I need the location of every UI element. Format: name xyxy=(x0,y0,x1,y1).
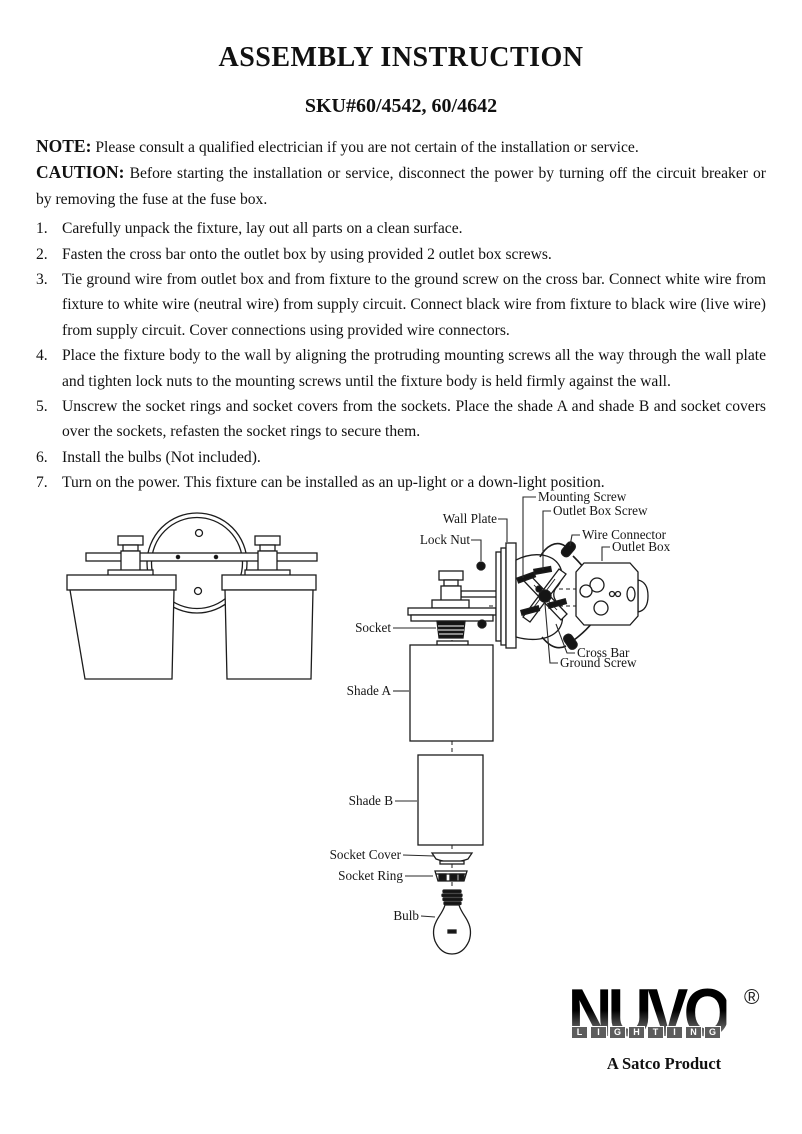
sku-subtitle: SKU#60/4542, 60/4642 xyxy=(304,95,498,117)
label-lock-nut: Lock Nut xyxy=(420,532,471,547)
step-number: 3. xyxy=(36,271,48,289)
exploded-view xyxy=(407,541,649,955)
canopy-plate xyxy=(407,607,497,616)
step-text: Place the fixture body to the wall by al… xyxy=(62,347,766,390)
crossbar-rivet xyxy=(213,554,219,560)
step-number: 1. xyxy=(36,220,48,238)
wall-plate-edge xyxy=(495,542,517,649)
step-text: Turn on the power. This fixture can be i… xyxy=(62,474,605,492)
logo-letter: I xyxy=(590,1026,607,1039)
step-2: 2. Fasten the cross bar onto the outlet b… xyxy=(36,242,766,267)
label-socket-cover: Socket Cover xyxy=(330,847,402,862)
label-socket-ring: Socket Ring xyxy=(338,868,403,883)
step-text: Tie ground wire from outlet box and from… xyxy=(62,271,766,339)
step-number: 4. xyxy=(36,347,48,365)
registered-trademark-symbol: ® xyxy=(744,986,760,1009)
step-5: 5. Unscrew the socket rings and socket co… xyxy=(36,394,766,445)
caution-text: Before starting the installation or serv… xyxy=(36,165,766,208)
step-number: 7. xyxy=(36,474,48,492)
socket-cover-part xyxy=(430,852,474,865)
step-text: Unscrew the socket rings and socket cove… xyxy=(62,398,766,441)
left-shade-body xyxy=(69,589,175,680)
fixture-front-view xyxy=(66,512,318,680)
assembly-diagram: Mounting Screw Outlet Box Screw Wall Pla… xyxy=(66,489,671,955)
socket-ring-part xyxy=(434,870,468,882)
step-text: Fasten the cross bar onto the outlet box… xyxy=(62,245,552,263)
socket-assembly xyxy=(407,570,498,646)
logo-letter: G xyxy=(609,1026,626,1039)
note-paragraph: NOTE: Please consult a qualified electri… xyxy=(36,134,766,160)
wire-connector-top xyxy=(560,541,576,558)
label-bulb: Bulb xyxy=(393,908,419,923)
label-cross-bar: Cross Bar xyxy=(577,645,630,660)
right-stem xyxy=(244,535,291,579)
logo-letter: N xyxy=(685,1026,702,1039)
caution-label: CAUTION: xyxy=(36,162,125,183)
lock-nut-top xyxy=(476,561,486,571)
plate-screw-hole-bottom xyxy=(193,586,203,596)
step-4: 4. Place the fixture body to the wall by … xyxy=(36,343,766,394)
label-socket: Socket xyxy=(355,620,391,635)
lock-nut-bottom xyxy=(477,619,487,629)
logo-letter: H xyxy=(628,1026,645,1039)
bulb-part xyxy=(432,889,472,955)
satco-tagline: A Satco Product xyxy=(606,1054,722,1073)
ground-screw-head xyxy=(538,589,552,603)
fixture-crossbar xyxy=(85,552,318,562)
label-outlet-box-screw: Outlet Box Screw xyxy=(553,503,648,518)
outlet-box-part xyxy=(575,562,649,626)
step-7: 7. Turn on the power. This fixture can be… xyxy=(36,470,766,495)
step-number: 5. xyxy=(36,398,48,416)
diagram-labels: Mounting Screw Outlet Box Screw Wall Pla… xyxy=(330,489,671,923)
step-6: 6. Install the bulbs (Not included). xyxy=(36,445,766,470)
step-1: 1. Carefully unpack the fixture, lay out … xyxy=(36,216,766,241)
step-number: 6. xyxy=(36,448,48,466)
label-wire-connector: Wire Connector xyxy=(582,527,667,542)
crossbar-rivet xyxy=(175,554,181,560)
page-title: ASSEMBLY INSTRUCTION xyxy=(218,42,584,73)
step-text: Carefully unpack the fixture, lay out al… xyxy=(62,220,463,238)
logo-letter: I xyxy=(666,1026,683,1039)
label-outlet-box: Outlet Box xyxy=(612,539,671,554)
right-shade-body xyxy=(224,589,314,680)
wire-connector-bottom xyxy=(563,633,578,650)
note-label: NOTE: xyxy=(36,136,92,156)
right-shade-band xyxy=(221,574,317,591)
note-text: Please consult a qualified electrician i… xyxy=(95,139,639,156)
logo-letter: T xyxy=(647,1026,664,1039)
leader-lines xyxy=(393,496,610,918)
instruction-text: NOTE: Please consult a qualified electri… xyxy=(36,134,766,496)
left-shade-band xyxy=(66,574,177,591)
label-wall-plate: Wall Plate xyxy=(443,511,497,526)
step-list: 1. Carefully unpack the fixture, lay out … xyxy=(36,216,766,495)
label-mounting-screw: Mounting Screw xyxy=(538,489,627,504)
cross-bar-part xyxy=(516,565,568,623)
step-text: Install the bulbs (Not included). xyxy=(62,448,261,466)
label-shade-a: Shade A xyxy=(347,683,392,698)
label-ground-screw: Ground Screw xyxy=(560,655,637,670)
caution-paragraph: CAUTION: Before starting the installatio… xyxy=(36,160,766,212)
logo-letter: L xyxy=(571,1026,588,1039)
plate-screw-hole-top xyxy=(194,528,204,538)
step-number: 2. xyxy=(36,245,48,263)
label-shade-b: Shade B xyxy=(349,793,394,808)
step-3: 3. Tie ground wire from outlet box and fr… xyxy=(36,267,766,343)
shade-a-cylinder xyxy=(409,644,494,742)
shade-b-cylinder xyxy=(417,754,484,846)
logo-letter: G xyxy=(704,1026,721,1039)
